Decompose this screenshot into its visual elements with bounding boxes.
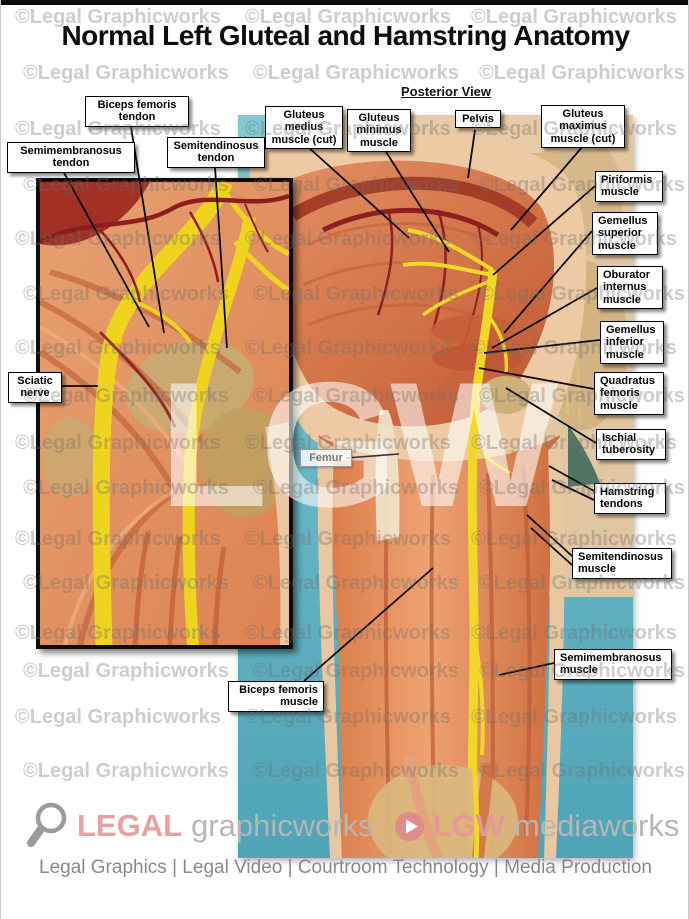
services-tagline: Legal Graphics | Legal Video | Courtroom… [39,857,652,878]
inset-skin-edge [265,422,289,645]
label-gemellus-superior-muscle: Gemellus superior muscle [592,212,658,255]
posterior-view-illustration [238,115,633,858]
view-label: Posterior View [400,84,492,99]
label-semitendinosus-muscle: Semitendinosus muscle [572,548,672,579]
brand-mediaworks-text: mediaworks [514,808,680,843]
brand-legal-text: LEGAL [77,808,183,843]
label-hamstring-tendons: Hamstring tendons [594,483,666,514]
label-gluteus-medius-muscle-cut: Gluteus medius muscle (cut) [265,106,343,149]
label-piriformis-muscle: Piriformis muscle [595,171,663,202]
label-sciatic-nerve: Sciatic nerve [8,372,62,403]
label-biceps-femoris-muscle: Biceps femoris muscle [228,681,324,712]
label-gluteus-minimus-muscle: Gluteus minimus muscle [347,109,411,152]
inset-bottom-grooves [132,531,227,645]
copyright-watermark: ©Legal Graphicworks [253,62,459,84]
femur-bone [375,410,400,541]
brand-lgw-text: LGW [432,808,505,843]
hamstring-thigh-muscles [318,435,560,858]
label-gluteus-maximus-muscle-cut: Gluteus maximus muscle (cut) [541,105,625,148]
label-semitendinosus-tendon: Semitendinosus tendon [167,137,265,168]
brand-graphicworks-text: graphicworks [191,808,374,843]
top-border-bar [1,0,688,5]
label-quadratus-femoris-muscle: Quadratus femoris muscle [594,372,664,415]
label-pelvis: Pelvis [455,110,501,129]
label-biceps-femoris-tendon: Biceps femoris tendon [85,96,189,127]
copyright-watermark: ©Legal Graphicworks [23,62,229,84]
footer-brand-bar: LEGAL graphicworks LGW mediaworks [1,798,688,854]
copyright-watermark: ©Legal Graphicworks [23,760,229,782]
label-oburator-internus-muscle: Oburator internus muscle [597,266,663,309]
label-semimembranosus-tendon: Semimembranosus tendon [7,142,135,173]
inset-bone-patches [42,340,289,517]
closeup-inset-illustration [36,178,293,649]
copyright-watermark: ©Legal Graphicworks [479,62,685,84]
magnifying-glass-icon [27,802,67,847]
label-femur: Femur [300,449,352,468]
label-semimembranosus-muscle: Semimembranosus muscle [554,649,672,680]
copyright-watermark: ©Legal Graphicworks [23,660,229,682]
label-gemellus-inferior-muscle: Gemellus inferior muscle [600,321,664,364]
play-icon [394,811,425,842]
copyright-watermark: ©Legal Graphicworks [15,706,221,728]
page-title: Normal Left Gluteal and Hamstring Anatom… [61,20,630,51]
label-ischial-tuberosity: Ischial tuberosity [596,429,666,460]
